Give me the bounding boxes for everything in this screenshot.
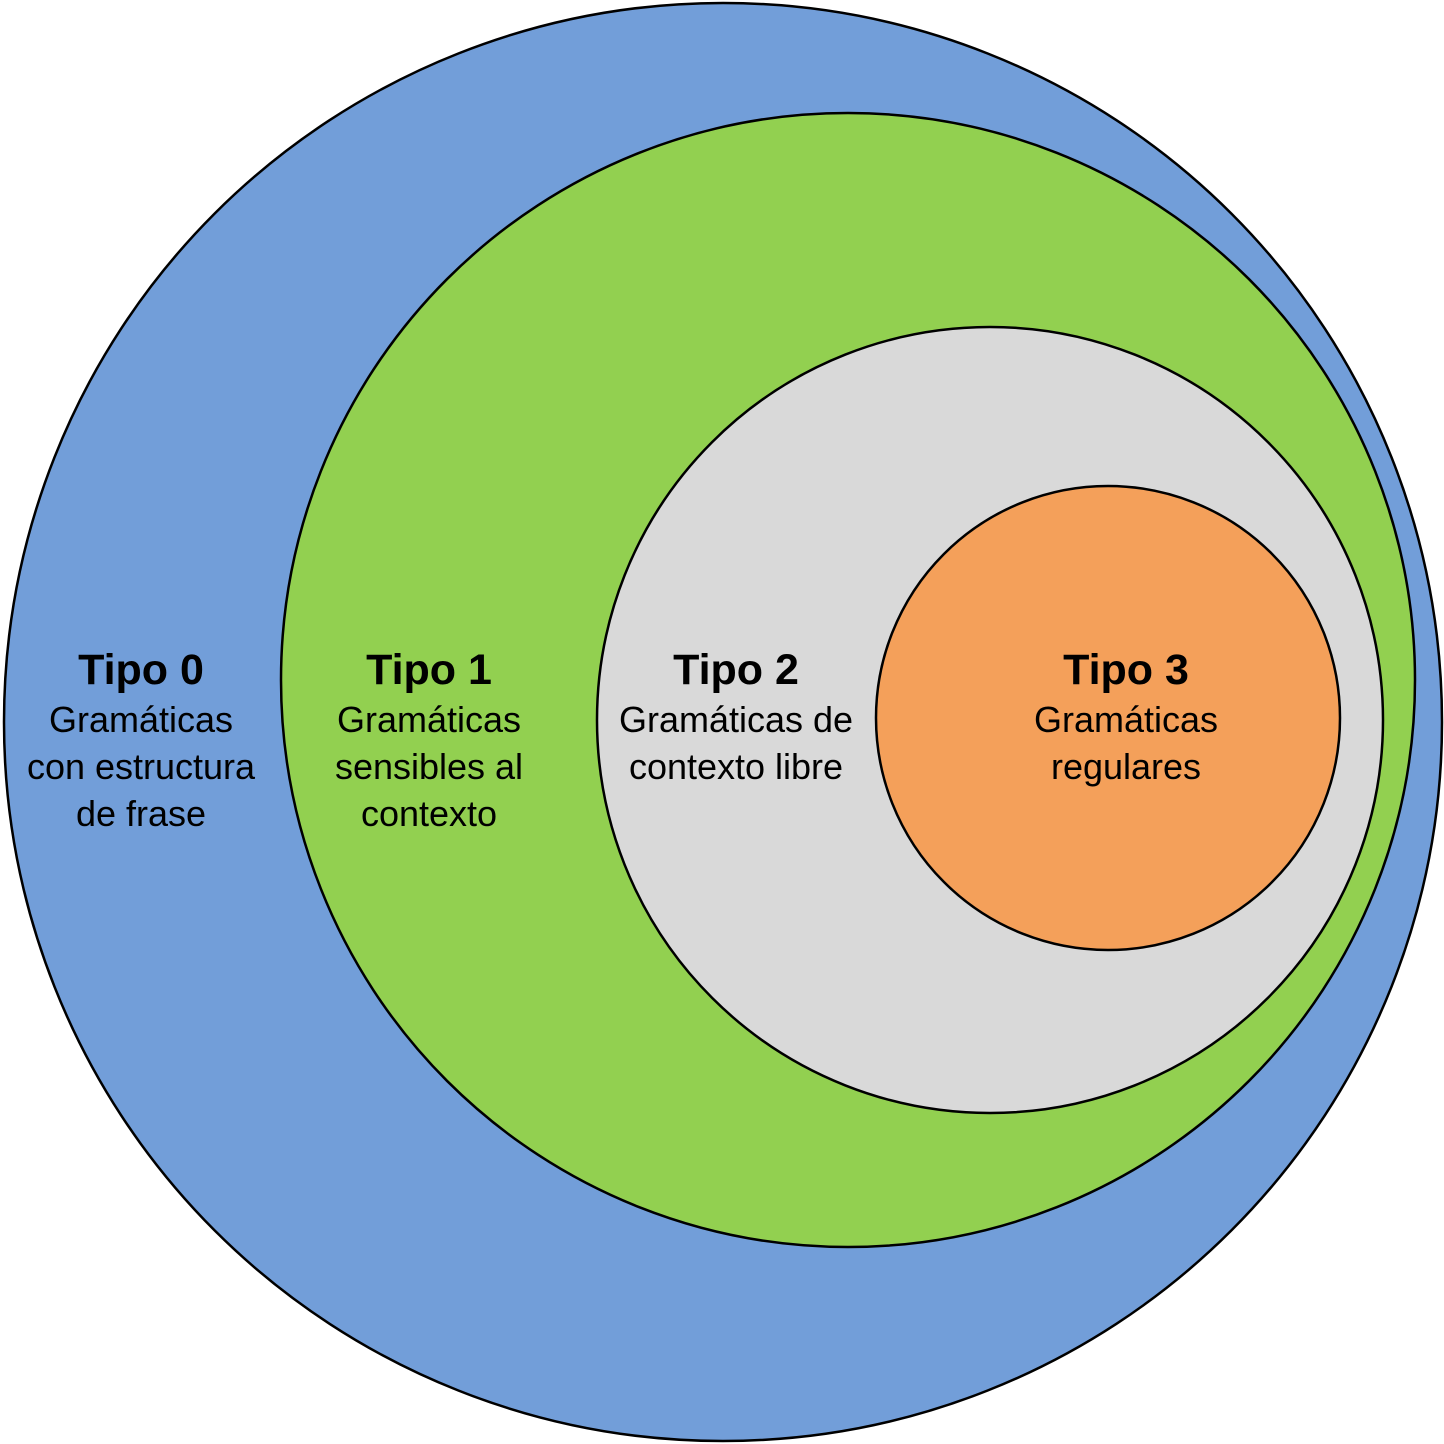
tipo-2-title: Tipo 2 [673, 646, 799, 694]
tipo-3-title: Tipo 3 [1063, 646, 1189, 694]
tipo-3-desc-line-1: Gramáticas [1034, 699, 1218, 740]
tipo-0-title: Tipo 0 [78, 646, 204, 694]
tipo-1-title: Tipo 1 [366, 646, 492, 694]
tipo-2-desc-line-2: contexto libre [629, 746, 843, 787]
tipo-1-desc-line-3: contexto [361, 793, 497, 834]
tipo-1-desc-line-2: sensibles al [335, 746, 523, 787]
tipo-0-desc-line-3: de frase [76, 793, 206, 834]
tipo-2-desc-line-1: Gramáticas de [619, 699, 853, 740]
tipo-2-label: Tipo 2 Gramáticas de contexto libre [619, 646, 853, 787]
tipo-3-label: Tipo 3 Gramáticas regulares [1034, 646, 1218, 787]
tipo-1-label: Tipo 1 Gramáticas sensibles al contexto [335, 646, 523, 834]
tipo-0-desc-line-2: con estructura [27, 746, 256, 787]
tipo-0-desc-line-1: Gramáticas [49, 699, 233, 740]
tipo-0-label: Tipo 0 Gramáticas con estructura de fras… [27, 646, 256, 834]
tipo-1-desc-line-1: Gramáticas [337, 699, 521, 740]
tipo-3-circle [874, 484, 1342, 952]
tipo-3-desc-line-2: regulares [1051, 746, 1201, 787]
